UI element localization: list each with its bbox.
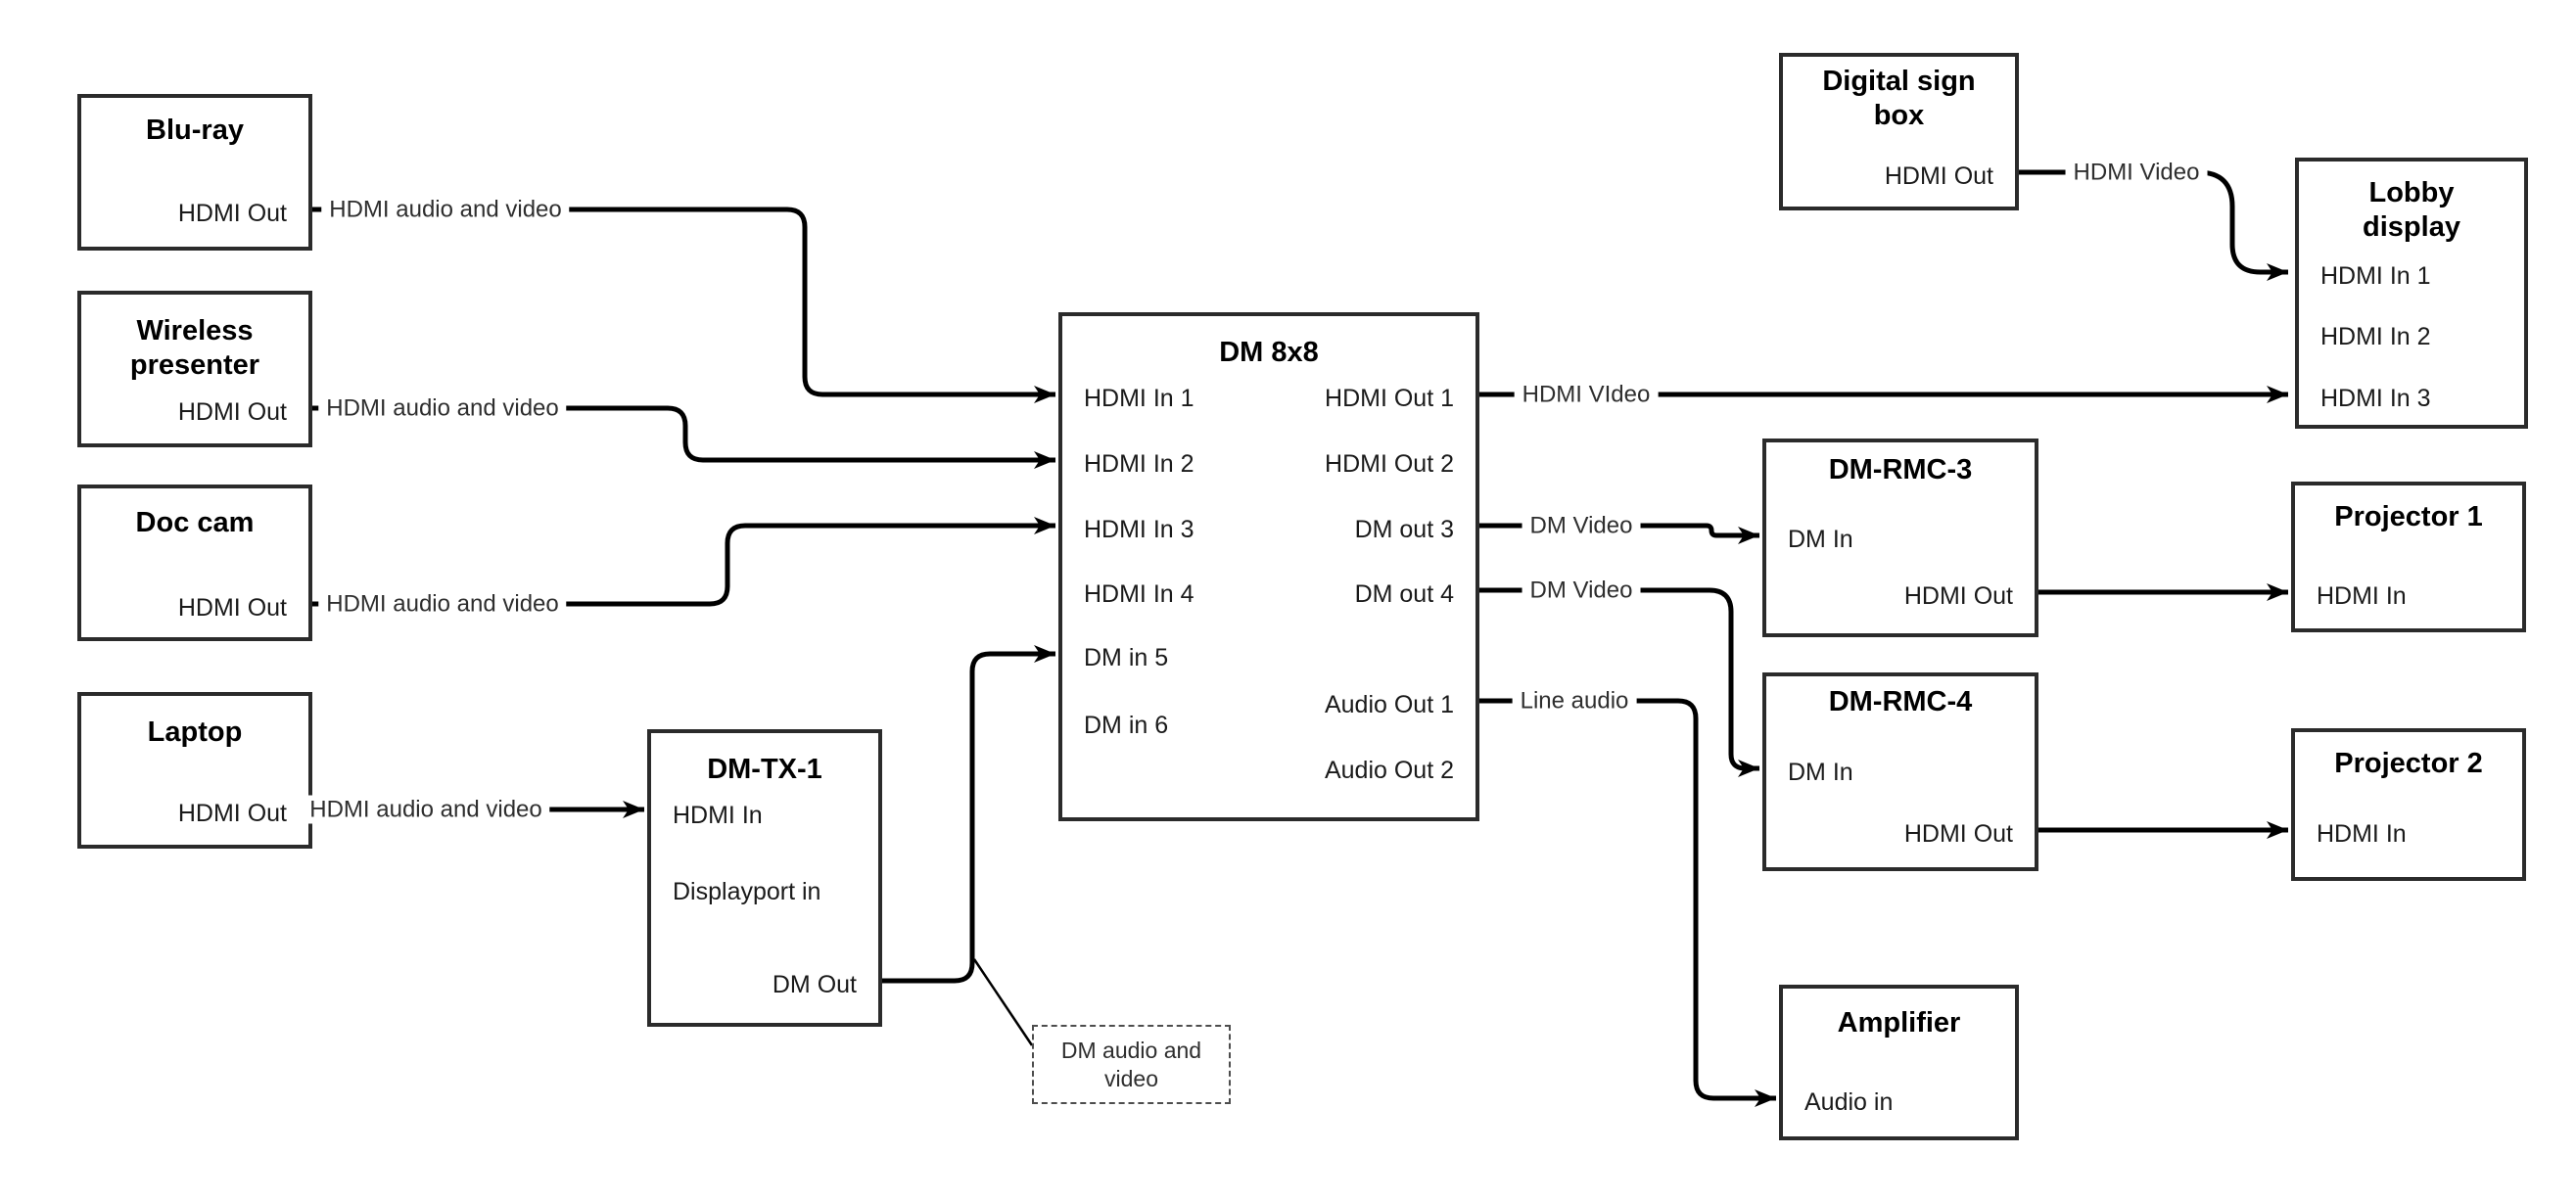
node-title-line: presenter	[129, 349, 260, 381]
edge-label-hdmi-audio-and-video: HDMI audio and video	[318, 393, 567, 423]
port-audio-out-2: Audio Out 2	[1324, 757, 1454, 784]
node-title: DM 8x8	[1062, 316, 1475, 370]
port-audio-in: Audio in	[1804, 1088, 1894, 1116]
edge-dm8x8-dmout4-to-rmc4	[1479, 587, 1759, 777]
edge-label-hdmi-audio-and-video: HDMI audio and video	[318, 589, 567, 619]
node-title: Doc cam	[81, 488, 308, 540]
port-dm-in-5: DM in 5	[1084, 644, 1169, 671]
node-title-line: Doc cam	[135, 507, 255, 538]
edge-doccam-to-dm8x8-in3	[312, 517, 1055, 607]
node-title: DM-TX-1	[651, 733, 878, 787]
port-hdmi-out-2: HDMI Out 2	[1325, 450, 1454, 478]
node-title: DM-RMC-4	[1766, 676, 2035, 719]
port-hdmi-out: HDMI Out	[177, 800, 287, 827]
node-title-line: Blu-ray	[146, 115, 244, 146]
node-title-line: box	[1873, 100, 1925, 131]
port-dm-out-3: DM out 3	[1354, 516, 1454, 543]
edge-label-hdmi-audio-and-video: HDMI audio and video	[302, 795, 550, 824]
node-title-line: DM-RMC-4	[1828, 686, 1973, 717]
node-title: Projector 1	[2295, 485, 2522, 534]
node-title: Blu-ray	[81, 98, 308, 148]
node-title: Projector 2	[2295, 732, 2522, 781]
node-title: Amplifier	[1783, 989, 2015, 1040]
port-hdmi-out: HDMI Out	[1884, 162, 1993, 190]
callout-line: video	[1104, 1065, 1158, 1091]
port-hdmi-in: HDMI In	[2317, 820, 2407, 848]
edge-label-dm-video: DM Video	[1522, 511, 1641, 540]
port-hdmi-in-4: HDMI In 4	[1084, 580, 1194, 608]
port-displayport-in: Displayport in	[673, 878, 821, 905]
edge-dm8x8-audioout1-to-amp	[1479, 698, 1776, 1107]
node-title-line: Projector 1	[2334, 501, 2483, 532]
port-hdmi-in: HDMI In	[673, 802, 763, 829]
port-dm-out-4: DM out 4	[1354, 580, 1454, 608]
port-hdmi-in-3: HDMI In 3	[2320, 385, 2431, 412]
port-hdmi-out-1: HDMI Out 1	[1325, 385, 1454, 412]
node-title-line: display	[2363, 211, 2460, 243]
port-hdmi-in-2: HDMI In 2	[1084, 450, 1194, 478]
port-dm-in: DM In	[1788, 759, 1853, 786]
port-hdmi-out: HDMI Out	[177, 398, 287, 426]
edge-dm8x8-dmout3-to-rmc3	[1479, 523, 1759, 544]
node-dm-rmc-4: DM-RMC-4 DM In HDMI Out	[1762, 672, 2038, 871]
node-title-line: DM 8x8	[1219, 337, 1319, 368]
port-dm-out: DM Out	[772, 971, 857, 998]
edge-label-hdmi-video: HDMI Video	[2065, 158, 2208, 187]
edge-bluray-to-dm8x8-in1	[312, 207, 1055, 403]
node-title-line: Lobby	[2368, 177, 2455, 208]
edge-wireless-to-dm8x8-in2	[312, 405, 1055, 469]
port-hdmi-out: HDMI Out	[1903, 820, 2013, 848]
edge-dmtx1-dmout-to-dm8x8-in5	[882, 645, 1055, 984]
edge-label-dm-video: DM Video	[1522, 576, 1641, 605]
port-hdmi-out: HDMI Out	[177, 200, 287, 227]
port-hdmi-out: HDMI Out	[177, 594, 287, 622]
node-title: Laptop	[81, 696, 308, 750]
node-projector-2: Projector 2 HDMI In	[2291, 728, 2526, 881]
edge-label-hdmi-video: HDMI VIdeo	[1514, 380, 1659, 409]
callout-line: DM audio and	[1060, 1037, 1202, 1063]
node-title-line: Digital sign	[1822, 66, 1976, 97]
port-hdmi-in: HDMI In	[2317, 582, 2407, 610]
port-audio-out-1: Audio Out 1	[1324, 691, 1454, 718]
port-dm-in-6: DM in 6	[1084, 712, 1169, 739]
port-hdmi-in-1: HDMI In 1	[1084, 385, 1194, 412]
node-title: DM-RMC-3	[1766, 442, 2035, 487]
edge-digitalsign-to-lobby-in1	[2019, 169, 2288, 281]
node-title-line: Projector 2	[2334, 748, 2483, 779]
node-title-line: Amplifier	[1837, 1007, 1961, 1039]
edge-label-line-audio: Line audio	[1512, 686, 1637, 716]
node-title-line: DM-TX-1	[707, 754, 822, 785]
node-dm-rmc-3: DM-RMC-3 DM In HDMI Out	[1762, 439, 2038, 637]
edge-label-hdmi-audio-and-video: HDMI audio and video	[321, 195, 570, 224]
port-dm-in: DM In	[1788, 526, 1853, 553]
node-projector-1: Projector 1 HDMI In	[2291, 482, 2526, 632]
node-title-line: Laptop	[147, 716, 243, 748]
port-hdmi-in-2: HDMI In 2	[2320, 323, 2431, 350]
port-hdmi-in-3: HDMI In 3	[1084, 516, 1194, 543]
node-title-line: DM-RMC-3	[1828, 454, 1973, 485]
edge-callout-leader	[972, 958, 1034, 1046]
node-title-line: Wireless	[136, 315, 254, 346]
port-hdmi-in-1: HDMI In 1	[2320, 262, 2431, 290]
port-hdmi-out: HDMI Out	[1903, 582, 2013, 610]
